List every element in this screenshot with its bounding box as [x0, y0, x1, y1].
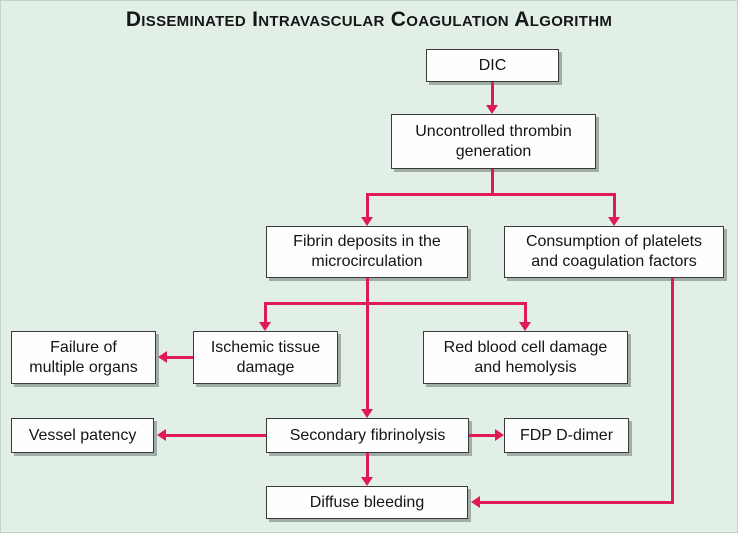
connector-secondary-vessel: [166, 434, 266, 437]
connector-to-ischemic: [264, 302, 267, 322]
node-failure-multiple-organs: Failure of multiple organs: [11, 331, 156, 384]
node-rbc-damage-hemolysis: Red blood cell damage and hemolysis: [423, 331, 628, 384]
node-fibrin-deposits: Fibrin deposits in the microcirculation: [266, 226, 468, 278]
arrowhead-to-rbc: [519, 322, 531, 331]
connector-dic-thrombin: [491, 82, 494, 106]
connector-secondary-diffuse: [366, 453, 369, 477]
connector-thrombin-stem: [491, 169, 494, 196]
node-secondary-fibrinolysis: Secondary fibrinolysis: [266, 418, 469, 453]
arrowhead-to-ischemic: [259, 322, 271, 331]
arrowhead-consumption-to-diffuse: [471, 496, 480, 508]
connector-to-fibrin: [366, 193, 369, 217]
connector-consumption-across: [480, 501, 674, 504]
connector-fibrin-secondary: [366, 278, 369, 409]
node-consumption-platelets: Consumption of platelets and coagulation…: [504, 226, 724, 278]
connector-fibrin-branch: [264, 302, 527, 305]
arrowhead-to-fibrin: [361, 217, 373, 226]
arrowhead-to-failure: [158, 351, 167, 363]
node-uncontrolled-thrombin: Uncontrolled thrombin generation: [391, 114, 596, 169]
arrowhead-dic-thrombin: [486, 105, 498, 114]
connector-consumption-down: [671, 278, 674, 504]
connector-secondary-fdp: [469, 434, 495, 437]
connector-ischemic-failure: [167, 356, 193, 359]
node-fdp-d-dimer: FDP D-dimer: [504, 418, 629, 453]
arrowhead-to-secondary: [361, 409, 373, 418]
connector-thrombin-split: [366, 193, 616, 196]
connector-to-consumption: [613, 193, 616, 217]
node-diffuse-bleeding: Diffuse bleeding: [266, 486, 468, 519]
connector-to-rbc: [524, 302, 527, 322]
diagram-title: Disseminated Intravascular Coagulation A…: [125, 8, 613, 31]
node-dic: DIC: [426, 49, 559, 82]
node-vessel-patency: Vessel patency: [11, 418, 154, 453]
arrowhead-to-consumption: [608, 217, 620, 226]
arrowhead-to-fdp: [495, 429, 504, 441]
arrowhead-to-diffuse: [361, 477, 373, 486]
arrowhead-to-vessel: [157, 429, 166, 441]
node-ischemic-tissue-damage: Ischemic tissue damage: [193, 331, 338, 384]
